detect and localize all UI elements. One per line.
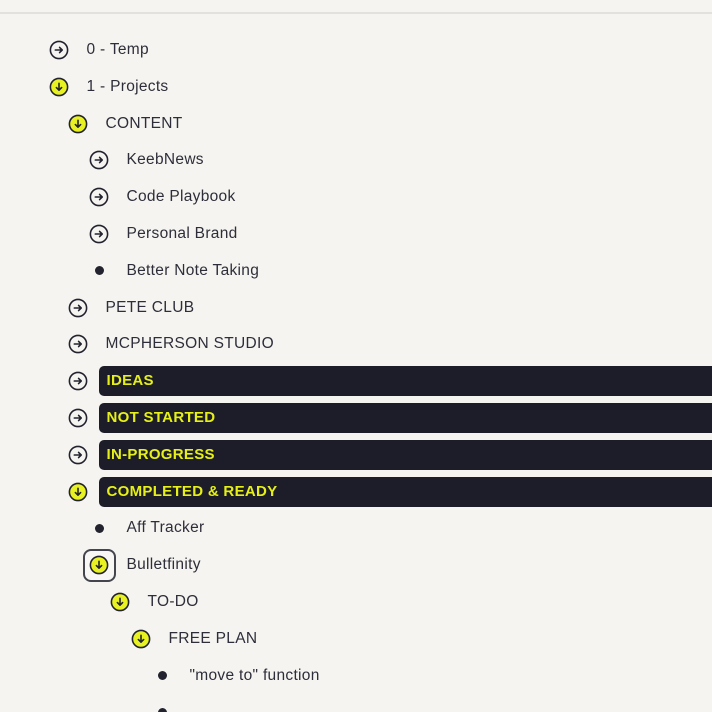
- node-label[interactable]: Aff Tracker: [126, 519, 205, 537]
- outline-row: Bulletfinity: [0, 547, 712, 584]
- collapse-arrow-icon[interactable]: [68, 114, 88, 134]
- outline-row: NOT STARTED: [0, 400, 712, 437]
- expand-arrow-icon[interactable]: [68, 298, 88, 318]
- node-label[interactable]: Code Playbook: [126, 188, 236, 206]
- outline-row: [0, 694, 712, 712]
- node-label[interactable]: 0 - Temp: [86, 40, 149, 58]
- outline-row: CONTENT: [0, 105, 712, 142]
- bullet-icon[interactable]: [89, 261, 109, 281]
- outline-row: KeebNews: [0, 142, 712, 179]
- expand-arrow-icon[interactable]: [89, 224, 109, 244]
- outline-row: Aff Tracker: [0, 510, 712, 547]
- node-label[interactable]: COMPLETED & READY: [99, 476, 712, 507]
- top-divider: [0, 0, 712, 14]
- expand-arrow-icon[interactable]: [89, 187, 109, 207]
- expand-arrow-icon[interactable]: [68, 445, 88, 465]
- node-label[interactable]: MCPHERSON STUDIO: [105, 335, 274, 353]
- collapse-arrow-icon[interactable]: [68, 482, 88, 502]
- node-label[interactable]: 1 - Projects: [86, 77, 169, 95]
- outline-row: "move to" function: [0, 657, 712, 694]
- expand-arrow-icon[interactable]: [68, 371, 88, 391]
- node-label[interactable]: NOT STARTED: [99, 402, 712, 433]
- node-label[interactable]: FREE PLAN: [168, 629, 258, 647]
- node-label[interactable]: CONTENT: [105, 114, 183, 132]
- outline-row: Personal Brand: [0, 216, 712, 253]
- expand-arrow-icon[interactable]: [68, 334, 88, 354]
- node-label[interactable]: Better Note Taking: [126, 261, 260, 279]
- node-label[interactable]: IN-PROGRESS: [99, 439, 712, 470]
- collapse-arrow-icon[interactable]: [82, 548, 116, 582]
- expand-arrow-icon[interactable]: [68, 408, 88, 428]
- expand-arrow-icon[interactable]: [49, 40, 69, 60]
- node-label[interactable]: "move to" function: [189, 666, 320, 684]
- node-label[interactable]: Bulletfinity: [126, 556, 201, 574]
- outline-row: COMPLETED & READY: [0, 473, 712, 510]
- outline-row: 0 - Temp: [0, 32, 712, 69]
- bullet-icon[interactable]: [152, 666, 172, 686]
- outline-row: IN-PROGRESS: [0, 436, 712, 473]
- collapse-arrow-icon[interactable]: [110, 592, 130, 612]
- bullet-icon[interactable]: [152, 702, 172, 712]
- node-label[interactable]: Personal Brand: [126, 224, 238, 242]
- outline-row: 1 - Projects: [0, 68, 712, 105]
- outline-row: FREE PLAN: [0, 620, 712, 657]
- node-label[interactable]: KeebNews: [126, 151, 204, 169]
- node-label[interactable]: IDEAS: [99, 366, 712, 397]
- expand-arrow-icon[interactable]: [89, 150, 109, 170]
- outline-row: Better Note Taking: [0, 252, 712, 289]
- outline-row: IDEAS: [0, 363, 712, 400]
- collapse-arrow-icon[interactable]: [49, 77, 69, 97]
- outline-row: TO-DO: [0, 584, 712, 621]
- outline-row: PETE CLUB: [0, 289, 712, 326]
- outline-row: Code Playbook: [0, 179, 712, 216]
- collapse-arrow-icon[interactable]: [131, 629, 151, 649]
- outline-row: MCPHERSON STUDIO: [0, 326, 712, 363]
- node-label[interactable]: PETE CLUB: [105, 298, 195, 316]
- bullet-icon[interactable]: [89, 518, 109, 538]
- node-label[interactable]: TO-DO: [147, 592, 199, 610]
- outline: 0 - Temp 1 - Projects CONTENT: [0, 32, 712, 712]
